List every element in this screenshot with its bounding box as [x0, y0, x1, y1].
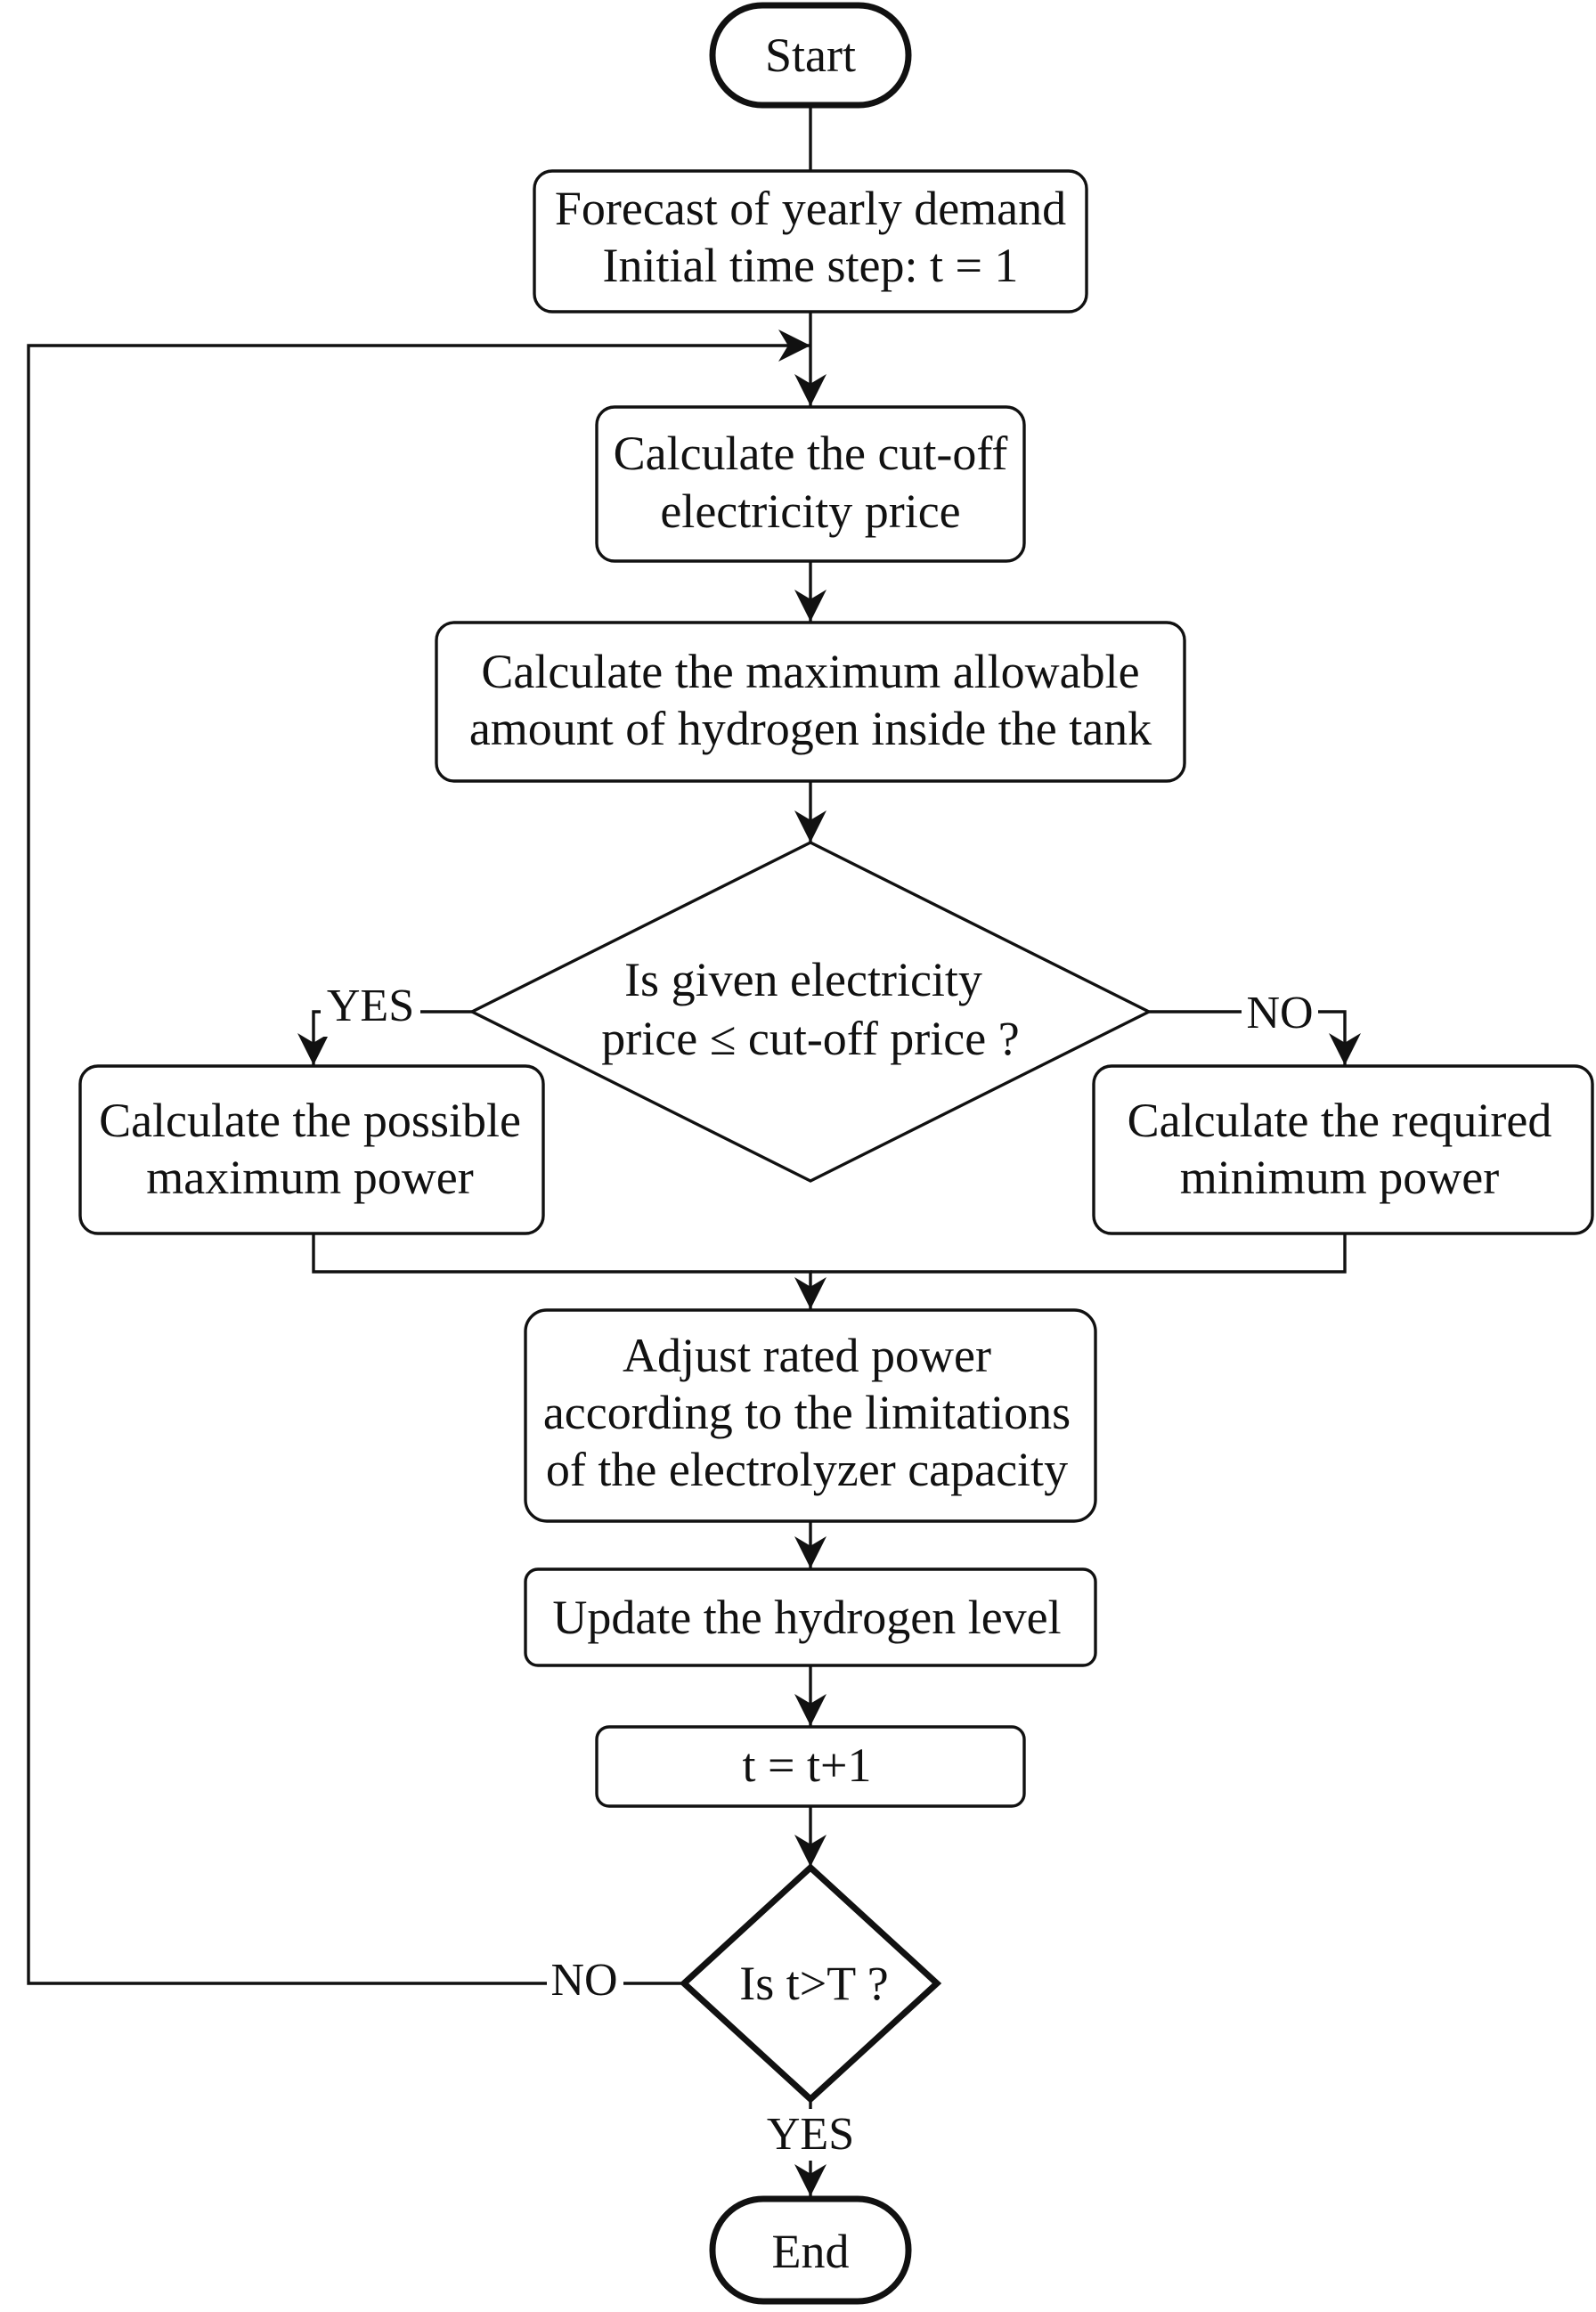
max-power-line-2: maximum power [146, 1151, 473, 1204]
increment-box [595, 1725, 1026, 1808]
max-hydrogen-box [435, 621, 1186, 783]
increment-label: t = t+1 [743, 1738, 872, 1792]
edge-label-time-no: NO [550, 1955, 617, 2006]
min-power-box [1092, 1064, 1594, 1235]
edge-min-power-to-adjust [810, 1233, 1347, 1274]
cutoff-line-2: electricity price [660, 484, 960, 538]
edge-decision-no-to-min-power [1149, 1010, 1361, 1065]
adjust-box [524, 1308, 1097, 1523]
label-bg [757, 2109, 864, 2161]
cutoff-box [595, 405, 1026, 563]
adjust-line-2: according to the limitations [543, 1386, 1071, 1439]
forecast-line-2: Initial time step: t = 1 [603, 239, 1019, 292]
edge-label-price-yes: YES [327, 981, 414, 1031]
min-power-line-1: Calculate the required [1128, 1094, 1552, 1147]
price-decision-line-2: price ≤ cut-off price ? [601, 1012, 1019, 1065]
end-label: End [772, 2225, 850, 2278]
price-decision-line-1: Is given electricity [624, 953, 982, 1006]
label-bg [1242, 985, 1318, 1037]
node-start: Start [709, 2, 912, 109]
edge-time-decision-no-loop [27, 330, 810, 1985]
label-bg [547, 1958, 623, 2009]
max-hydrogen-line-1: Calculate the maximum allowable [481, 645, 1139, 698]
node-increment: t = t+1 [595, 1725, 1026, 1808]
forecast-line-1: Forecast of yearly demand [555, 182, 1066, 235]
update-box [524, 1567, 1097, 1667]
update-label: Update the hydrogen level [552, 1591, 1061, 1644]
adjust-line-3: of the electrolyzer capacity [546, 1443, 1068, 1496]
edge-label-price-no: NO [1246, 988, 1313, 1038]
node-min-power: Calculate the required minimum power [1092, 1064, 1594, 1235]
max-power-line-1: Calculate the possible [99, 1094, 521, 1147]
node-max-power: Calculate the possible maximum power [78, 1064, 545, 1235]
node-cutoff: Calculate the cut-off electricity price [595, 405, 1026, 563]
node-adjust: Adjust rated power according to the limi… [524, 1308, 1097, 1523]
edge-labels: YES NO NO YES [321, 981, 1318, 2161]
edge-label-time-yes: YES [767, 2109, 854, 2160]
max-power-box [78, 1064, 545, 1235]
start-label: Start [765, 28, 856, 82]
start-terminator [709, 2, 912, 109]
time-decision-diamond [679, 1863, 942, 2104]
adjust-line-1: Adjust rated power [623, 1329, 991, 1382]
edge-max-power-to-adjust [312, 1233, 826, 1309]
price-decision-diamond [468, 841, 1152, 1183]
node-time-decision: Is t>T ? [679, 1863, 942, 2104]
forecast-box [533, 169, 1088, 313]
cutoff-line-1: Calculate the cut-off [614, 427, 1008, 480]
time-decision-label: Is t>T ? [739, 1957, 888, 2010]
label-bg [321, 985, 420, 1037]
node-price-decision: Is given electricity price ≤ cut-off pri… [468, 841, 1152, 1183]
max-hydrogen-line-2: amount of hydrogen inside the tank [469, 702, 1152, 755]
node-max-hydrogen: Calculate the maximum allowable amount o… [435, 621, 1186, 783]
node-forecast: Forecast of yearly demand Initial time s… [533, 169, 1088, 313]
min-power-line-2: minimum power [1180, 1151, 1499, 1204]
end-terminator [709, 2195, 912, 2305]
node-end: End [709, 2195, 912, 2305]
node-update: Update the hydrogen level [524, 1567, 1097, 1667]
